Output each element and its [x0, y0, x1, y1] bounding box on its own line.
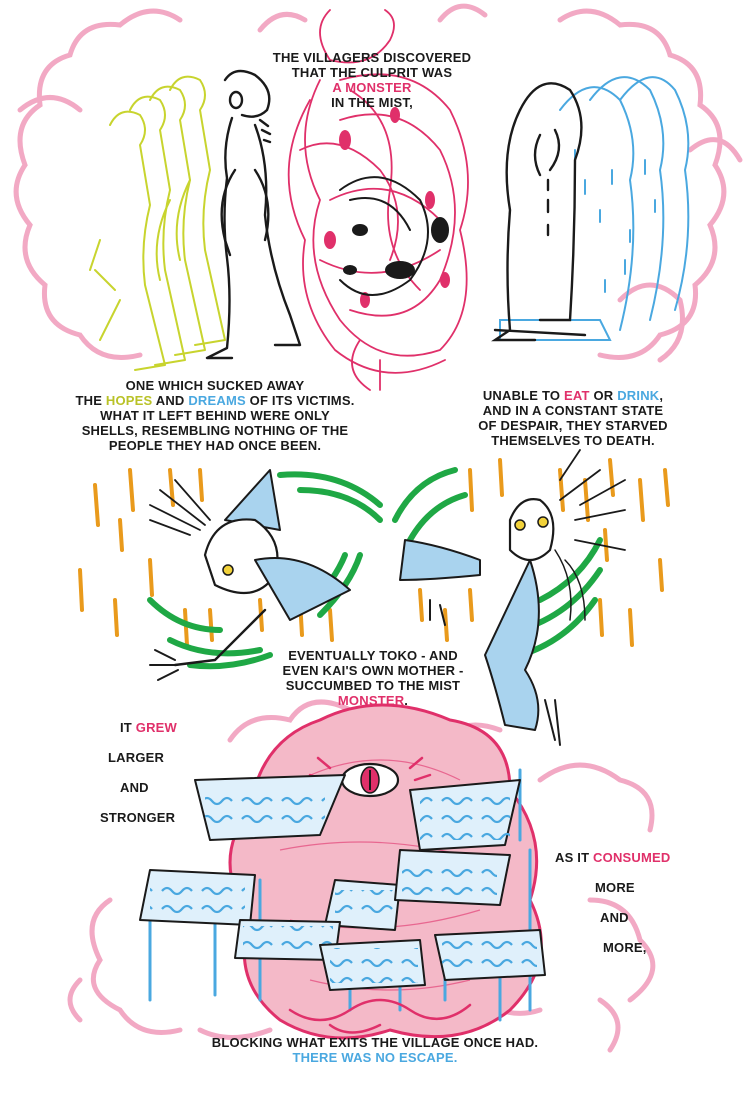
village-rooftops — [139, 768, 546, 1022]
caption-intro-line2: THAT THE CULPRIT WAS — [291, 65, 453, 80]
caption-consumed-more2: MORE, — [603, 940, 647, 955]
caption-succumbed-line4: MONSTER. — [268, 693, 478, 708]
caption-grew-text: IT — [120, 720, 136, 735]
caption-starved-text: UNABLE TO — [482, 388, 565, 403]
screaming-figure-afterimage — [89, 69, 302, 371]
word-eat: EAT — [564, 388, 590, 403]
word-drink: DRINK — [617, 388, 660, 403]
caption-succumbed: EVENTUALLY TOKO - AND EVEN KAI'S OWN MOT… — [268, 648, 478, 708]
caption-intro-highlight: A MONSTER — [332, 80, 412, 95]
weeping-figure-afterimage — [491, 76, 690, 342]
word-grew: GREW — [135, 720, 178, 735]
word-consumed: CONSUMED — [593, 850, 671, 865]
pink-cloud-border-bottom — [67, 699, 656, 1053]
pink-cloud-border-top — [13, 3, 743, 363]
curled-figure-scribble — [287, 9, 469, 391]
caption-grew-stronger: STRONGER — [100, 810, 176, 825]
caption-consumed-line1: AS IT CONSUMED — [555, 850, 715, 865]
caption-starved-line1: UNABLE TO EAT OR DRINK, — [468, 388, 678, 403]
caption-shells-text: THE — [75, 393, 106, 408]
caption-consumed-text: AS IT — [555, 850, 594, 865]
caption-shells-text: OF ITS VICTIMS. — [245, 393, 355, 408]
caption-grew-and: AND — [120, 780, 149, 795]
caption-consumed-more1: MORE — [595, 880, 635, 895]
caption-shells-text: AND — [152, 393, 189, 408]
caption-succumbed-line1: EVENTUALLY TOKO - AND — [288, 648, 458, 663]
caption-shells: ONE WHICH SUCKED AWAY THE HOPES AND DREA… — [60, 378, 370, 453]
caption-shells-line4: SHELLS, RESEMBLING NOTHING OF THE — [81, 423, 349, 438]
caption-starved-line3: OF DESPAIR, THEY STARVED — [478, 418, 668, 433]
caption-succumbed-text: . — [404, 693, 409, 708]
caption-blocking: BLOCKING WHAT EXITS THE VILLAGE ONCE HAD… — [170, 1035, 580, 1065]
caption-intro: THE VILLAGERS DISCOVERED THAT THE CULPRI… — [262, 50, 482, 110]
caption-grew-line1: IT GREW — [120, 720, 195, 735]
caption-shells-line1: ONE WHICH SUCKED AWAY — [125, 378, 305, 393]
caption-shells-line3: WHAT IT LEFT BEHIND WERE ONLY — [100, 408, 330, 423]
caption-starved-text: OR — [589, 388, 618, 403]
word-hopes: HOPES — [105, 393, 153, 408]
caption-consumed: AS IT CONSUMED MORE AND MORE, — [555, 850, 715, 955]
toko-falling-figure — [149, 469, 351, 681]
caption-shells-line5: PEOPLE THEY HAD ONCE BEEN. — [108, 438, 322, 453]
caption-starved-line4: THEMSELVES TO DEATH. — [491, 433, 655, 448]
orange-rain-marks — [78, 458, 670, 647]
word-monster: MONSTER — [337, 693, 405, 708]
caption-blocking-line2: THERE WAS NO ESCAPE. — [292, 1050, 458, 1065]
caption-blocking-line1: BLOCKING WHAT EXITS THE VILLAGE ONCE HAD… — [211, 1035, 539, 1050]
mist-tendrils — [288, 998, 472, 1034]
word-dreams: DREAMS — [188, 393, 246, 408]
caption-succumbed-line2: EVEN KAI'S OWN MOTHER - — [282, 663, 464, 678]
caption-succumbed-line3: SUCCUMBED TO THE MIST — [285, 678, 461, 693]
caption-starved-line2: AND IN A CONSTANT STATE — [482, 403, 664, 418]
caption-intro-line1: THE VILLAGERS DISCOVERED — [272, 50, 472, 65]
mother-falling-figure — [399, 449, 626, 746]
caption-grew: IT GREW LARGER AND STRONGER — [95, 720, 195, 825]
caption-shells-line2: THE HOPES AND DREAMS OF ITS VICTIMS. — [60, 393, 370, 408]
caption-intro-line4: IN THE MIST, — [331, 95, 413, 110]
caption-starved-text: , — [659, 388, 664, 403]
caption-starved: UNABLE TO EAT OR DRINK, AND IN A CONSTAN… — [468, 388, 678, 448]
caption-grew-larger: LARGER — [108, 750, 165, 765]
caption-consumed-and: AND — [600, 910, 629, 925]
